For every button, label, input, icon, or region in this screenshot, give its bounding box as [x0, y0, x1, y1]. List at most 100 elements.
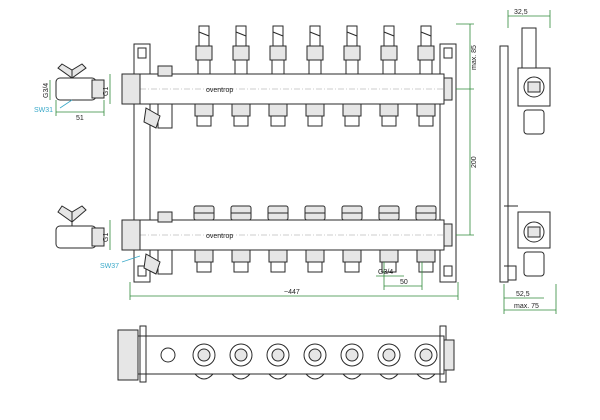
bottom-outlet-assembly — [304, 205, 326, 273]
plan-handwheel — [192, 343, 216, 367]
plan-outlet — [414, 343, 438, 380]
outlet-nut — [342, 249, 362, 263]
wrench-size-top: SW31 — [34, 107, 53, 114]
bottom-outlet-assembly — [378, 205, 400, 273]
dim-side-bottom: 52,5 — [516, 291, 530, 298]
brand-label-top: oventrop — [206, 87, 233, 94]
outlet-nut — [416, 249, 436, 263]
plan-handwheel — [377, 343, 401, 367]
top-inlet-nut — [121, 73, 141, 105]
plan-handwheel — [414, 343, 438, 367]
bottom-outlet-assembly — [267, 205, 289, 273]
flowmeter-tube — [420, 25, 432, 47]
plan-vent — [160, 347, 176, 363]
bracket-slot — [137, 47, 147, 59]
outlet-nut — [305, 249, 325, 263]
top-outlet-assembly — [305, 25, 325, 127]
plan-view — [117, 325, 455, 383]
flowmeter-nut — [232, 45, 250, 61]
flowmeter-tube — [272, 25, 284, 47]
bottom-inlet-nut — [121, 219, 141, 251]
plan-body — [137, 335, 445, 375]
plan-outlet — [229, 343, 253, 380]
flowmeter-nut — [269, 45, 287, 61]
bracket-left — [133, 43, 151, 283]
bracket-right — [439, 43, 457, 283]
dim-width-label: ~447 — [284, 289, 300, 296]
bottom-drain-valve — [143, 253, 161, 275]
front-view: oventrop oventrop — [55, 25, 457, 283]
dim-outlet-thread: G3/4 — [378, 269, 393, 276]
bottom-outlet-assembly — [415, 205, 437, 273]
bottom-outlet-assembly — [341, 205, 363, 273]
flowmeter-tube — [383, 25, 395, 47]
bracket-slot — [443, 47, 453, 59]
outlet-nut — [268, 103, 288, 117]
wrench-size-bottom: SW37 — [100, 263, 119, 270]
side-view: 32,5 52,5 max. 75 — [499, 9, 557, 314]
dim-side-depth: 32,5 — [514, 9, 528, 16]
outlet-nut — [379, 103, 399, 117]
bottom-outlet-assembly — [230, 205, 252, 273]
dim-main-thread-top: G1 — [103, 87, 110, 96]
flowmeter-nut — [306, 45, 324, 61]
plan-handwheel — [266, 343, 290, 367]
top-vent — [157, 65, 173, 77]
flowmeter-tube — [309, 25, 321, 47]
top-outlet-assembly — [342, 25, 362, 127]
dim-valve-length: 51 — [76, 115, 84, 122]
dim-valve-thread: G3/4 — [43, 83, 50, 98]
top-outlet-assembly — [268, 25, 288, 127]
side-top-outlet — [523, 109, 545, 135]
top-drain-valve — [143, 107, 161, 129]
bottom-vent — [157, 211, 173, 223]
plan-outlet — [192, 343, 216, 380]
bottom-outlet-assembly — [193, 205, 215, 273]
ball-valve-bottom — [55, 205, 105, 249]
plan-outlet — [340, 343, 364, 380]
outlet-nut — [231, 103, 251, 117]
bracket-slot — [137, 265, 147, 277]
bracket-slot — [443, 265, 453, 277]
top-outlet-assembly — [194, 25, 214, 127]
side-top-port — [523, 76, 545, 98]
dim-side-max: max. 75 — [514, 303, 539, 310]
flowmeter-nut — [417, 45, 435, 61]
outlet-nut — [268, 249, 288, 263]
side-top-flowmeter — [521, 27, 537, 69]
front-dimensions: ~447 50 G3/4 200 max. 85 G1 G1 G3/4 51 — [34, 23, 478, 300]
plan-outlets — [192, 343, 438, 380]
dim-spacing-label: 50 — [400, 279, 408, 286]
flowmeter-nut — [380, 45, 398, 61]
bottom-outlets — [193, 205, 437, 273]
top-outlet-assembly — [231, 25, 251, 127]
dim-height-label: 200 — [471, 156, 478, 168]
flowmeter-tube — [346, 25, 358, 47]
outlet-nut — [379, 249, 399, 263]
ball-valve-top — [55, 63, 105, 101]
plan-outlet — [377, 343, 401, 380]
plan-handwheel — [229, 343, 253, 367]
plan-outlet — [303, 343, 327, 380]
flowmeter-nut — [195, 45, 213, 61]
outlet-nut — [342, 103, 362, 117]
plan-handwheel — [303, 343, 327, 367]
dim-top-max-label: max. 85 — [471, 45, 478, 70]
outlet-nut — [194, 249, 214, 263]
top-outlet-assembly — [416, 25, 436, 127]
plan-handwheel — [340, 343, 364, 367]
plan-outlet — [266, 343, 290, 380]
top-end-cap — [443, 77, 453, 101]
top-outlet-assembly — [379, 25, 399, 127]
side-bottom-port — [523, 221, 545, 243]
outlet-nut — [416, 103, 436, 117]
side-bottom-outlet — [523, 251, 545, 277]
outlet-nut — [305, 103, 325, 117]
flowmeter-nut — [343, 45, 361, 61]
outlet-nut — [231, 249, 251, 263]
plan-inlet-nut — [117, 329, 139, 381]
side-bracket — [499, 45, 509, 283]
flowmeter-tube — [235, 25, 247, 47]
brand-label-bottom: oventrop — [206, 233, 233, 240]
